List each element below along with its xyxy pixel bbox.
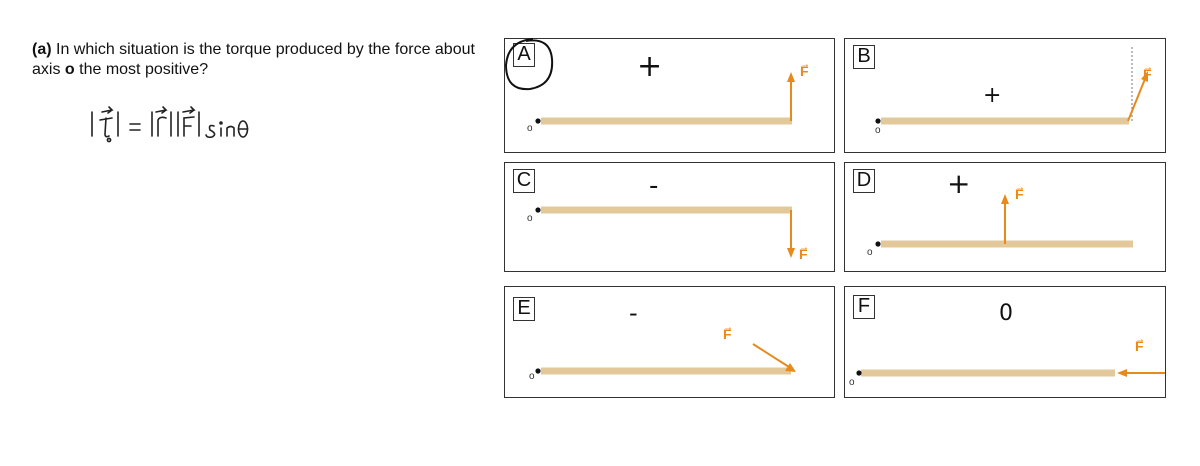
torque-sign-annotation: + xyxy=(983,83,1002,108)
panel-c[interactable]: C o - F→ xyxy=(504,162,835,272)
torque-sign-annotation: - xyxy=(629,299,638,327)
panel-c-diagram xyxy=(535,206,795,258)
panel-f-diagram xyxy=(856,369,1165,377)
axis-point xyxy=(535,207,541,213)
panel-letter: C xyxy=(513,169,535,193)
axis-label: o xyxy=(527,123,533,134)
panel-e[interactable]: E o - F→ xyxy=(504,286,835,398)
handwritten-formula xyxy=(91,106,249,143)
axis-point xyxy=(875,241,881,247)
panel-letter: B xyxy=(853,45,875,69)
rod xyxy=(861,369,1115,377)
torque-sign-annotation: - xyxy=(649,171,659,201)
force-label: F→ xyxy=(723,322,733,342)
axis-label: o xyxy=(867,247,873,258)
torque-sign-annotation: + xyxy=(947,167,971,200)
panel-b-diagram xyxy=(875,47,1148,125)
panel-a-diagram xyxy=(535,72,795,125)
panel-d-diagram xyxy=(875,194,1133,248)
force-label: F→ xyxy=(800,59,810,79)
panel-a[interactable]: A o + F→ xyxy=(504,38,835,153)
rod xyxy=(541,367,791,375)
axis-label: o xyxy=(849,377,855,388)
force-arrowhead xyxy=(787,72,795,82)
panel-letter: F xyxy=(853,295,875,319)
axis-label: o xyxy=(529,371,535,382)
panel-letter: E xyxy=(513,297,535,321)
force-label: F→ xyxy=(1135,334,1145,354)
panel-d[interactable]: D o + F→ xyxy=(844,162,1166,272)
force-arrowhead xyxy=(1001,194,1009,204)
torque-sign-annotation: + xyxy=(637,49,663,84)
circled-answer-mark xyxy=(504,38,554,91)
question-body-1: In which situation is the torque produce… xyxy=(32,41,475,78)
force-label: F→ xyxy=(799,242,809,262)
force-arrow xyxy=(1127,78,1146,122)
question-part-label: (a) xyxy=(32,41,52,58)
question-text: (a) In which situation is the torque pro… xyxy=(32,40,492,80)
axis-point xyxy=(875,118,881,124)
axis-label: o xyxy=(527,213,533,224)
torque-sign-annotation: 0 xyxy=(999,301,1013,326)
force-arrowhead xyxy=(785,363,796,372)
axis-point xyxy=(856,370,862,376)
question-body-2: the most positive? xyxy=(79,61,209,78)
axis-point xyxy=(535,368,541,374)
rod xyxy=(541,206,792,214)
force-label: F→ xyxy=(1143,62,1153,82)
force-arrow xyxy=(752,343,790,368)
panel-b[interactable]: B o + F→ xyxy=(844,38,1166,153)
panel-e-diagram xyxy=(535,343,796,375)
force-label: F→ xyxy=(1015,182,1025,202)
rod xyxy=(881,240,1133,248)
force-arrowhead xyxy=(787,248,795,258)
question-axis-letter: o xyxy=(64,61,75,78)
rod xyxy=(541,117,792,125)
force-arrowhead xyxy=(1117,369,1127,377)
force-arrowhead xyxy=(1141,71,1148,82)
axis-label: o xyxy=(875,125,881,136)
panel-f[interactable]: F o 0 F→ xyxy=(844,286,1166,398)
rod xyxy=(881,117,1129,125)
axis-point xyxy=(535,118,541,124)
panel-letter: A xyxy=(513,43,535,67)
panel-letter: D xyxy=(853,169,875,193)
